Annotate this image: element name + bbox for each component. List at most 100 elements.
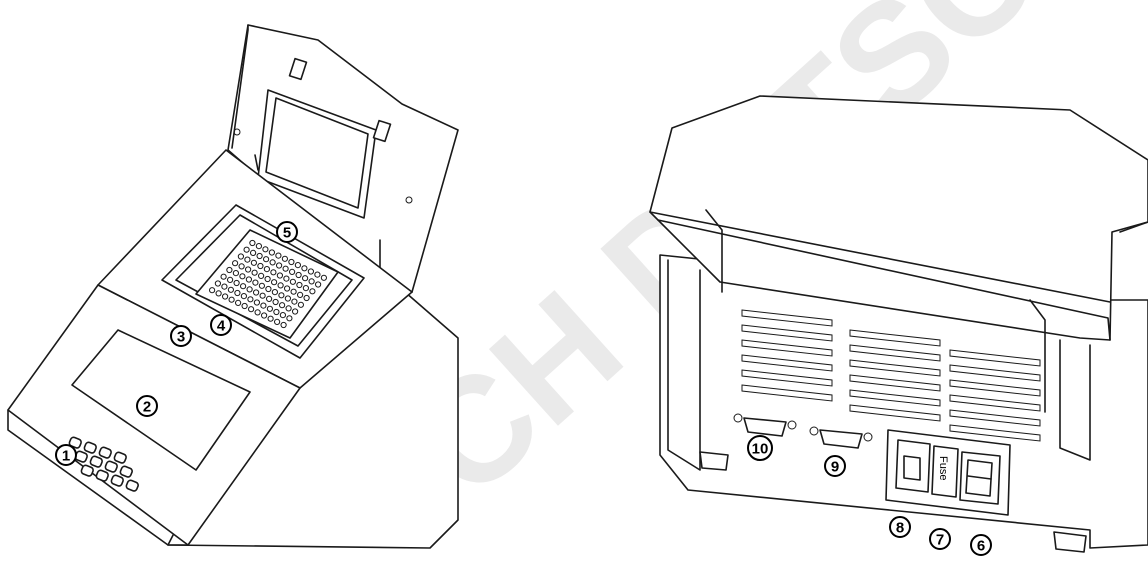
lid-window (265, 97, 369, 209)
vent-slot (849, 374, 941, 392)
rear-hinge-left (705, 209, 723, 293)
block-frame-inner (175, 214, 353, 347)
plate-well (247, 296, 254, 303)
lid-edge (231, 24, 249, 149)
plate-well (267, 315, 274, 322)
vent-slot (849, 359, 941, 377)
keypad-key (104, 460, 118, 473)
plate-well (278, 292, 285, 299)
plate-well (315, 281, 322, 288)
keypad-key (113, 451, 127, 464)
callout-4: 4 (210, 314, 232, 336)
plate-well (295, 271, 302, 279)
callout-number: 9 (831, 459, 839, 476)
keypad-key (110, 474, 124, 487)
callout-2: 2 (136, 395, 158, 417)
callout-5: 5 (276, 221, 298, 243)
plate-well (240, 293, 247, 300)
rear-pillar-right (1059, 339, 1091, 461)
plate-well (228, 296, 235, 303)
keypad-key (83, 441, 97, 454)
block-frame-outer (161, 204, 365, 359)
rear-hinge-right (1029, 299, 1046, 413)
plate-well (320, 274, 327, 281)
plate-well (271, 289, 278, 296)
callout-6: 6 (970, 534, 992, 556)
vent-slot (741, 354, 833, 372)
plate-well (240, 283, 247, 290)
plate-well (250, 259, 257, 266)
plate-well (232, 260, 239, 267)
serial-port-10 (733, 413, 797, 437)
plate-well (286, 315, 293, 322)
callout-8: 8 (889, 516, 911, 538)
plate-well (257, 262, 264, 270)
plate-well (262, 246, 269, 253)
callout-circle (276, 221, 298, 243)
plate-well (259, 292, 266, 299)
plate-well (234, 289, 241, 297)
power-switch-divider (967, 475, 992, 480)
vent-slot (741, 339, 833, 357)
front-view (7, 24, 459, 549)
plate-well (258, 272, 265, 279)
callout-number: 4 (217, 318, 226, 335)
keypad-key (95, 469, 109, 482)
plate-well (239, 273, 246, 280)
callout-number: 5 (283, 225, 291, 242)
callout-circle (824, 455, 846, 477)
plate-well (227, 286, 234, 293)
plate-well (250, 249, 257, 256)
plate-well (294, 262, 301, 269)
callout-circle (136, 395, 158, 417)
plate-well (276, 262, 283, 269)
plate-well (302, 285, 309, 292)
vent-slot (849, 344, 941, 362)
plate-well (214, 280, 221, 287)
plate-well (289, 278, 296, 285)
keypad-key (68, 436, 82, 449)
plate-well (246, 286, 253, 293)
callout-10: 10 (747, 435, 773, 461)
callout-number: 6 (977, 538, 985, 555)
vent-slot (949, 424, 1041, 442)
rear-foot-right (1053, 531, 1087, 553)
keypad-key (98, 446, 112, 459)
keypad-key (119, 465, 133, 478)
plate-well (290, 288, 297, 295)
rear-lid-corner (1119, 221, 1148, 233)
vent-slot (741, 309, 833, 327)
plate-well (284, 295, 291, 302)
lid-window-frame (257, 89, 377, 219)
vent-slot (849, 389, 941, 407)
vent-slot (741, 384, 833, 402)
rear-pillar-left (667, 259, 701, 471)
callout-circle (170, 325, 192, 347)
plate-well (289, 268, 296, 275)
vent-slot (949, 349, 1041, 367)
plate-well (243, 246, 250, 253)
plate-well (266, 305, 273, 312)
vent-slot (741, 324, 833, 342)
plate-well (249, 239, 256, 247)
plate-well (265, 285, 272, 293)
plate-well (273, 308, 280, 316)
plate-well (215, 290, 222, 297)
plate-well (258, 282, 265, 289)
plate-well (256, 252, 263, 260)
fuse-label: Fuse (937, 456, 949, 480)
plate-well (261, 312, 268, 319)
plate-well (271, 279, 278, 286)
plate-well (220, 273, 227, 280)
plate-well (280, 321, 287, 329)
power-inlet (895, 439, 931, 493)
vent-slot (949, 409, 1041, 427)
lid-screw (233, 128, 241, 136)
lid-screw (405, 196, 413, 204)
rear-lid (649, 95, 1148, 341)
callout-circle (970, 534, 992, 556)
rear-foot-left (699, 451, 729, 471)
vent-slot (741, 369, 833, 387)
callout-number: 1 (62, 448, 70, 465)
vent-grille (741, 309, 1041, 442)
